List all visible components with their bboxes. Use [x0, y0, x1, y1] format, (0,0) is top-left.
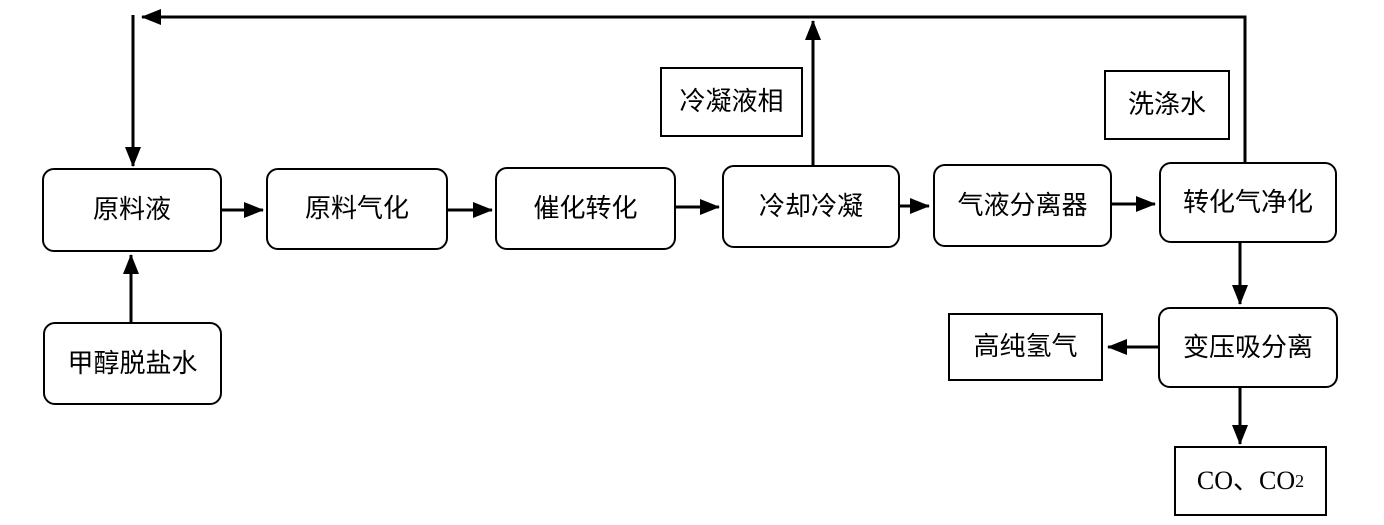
node-high-purity-hydrogen: 高纯氢气	[948, 313, 1103, 381]
node-gas-liquid-separator: 气液分离器	[933, 164, 1112, 247]
co-co2-label: CO、CO	[1196, 466, 1296, 495]
node-psa-separation: 变压吸分离	[1158, 307, 1338, 388]
node-raw-liquid: 原料液	[42, 168, 222, 252]
label-washing-water: 洗涤水	[1104, 70, 1230, 140]
node-catalytic-conversion: 催化转化	[495, 167, 676, 250]
node-methanol-desalted-water: 甲醇脱盐水	[43, 322, 222, 405]
recycle-header-purification-to-left	[141, 8, 1247, 162]
node-feed-gasification: 原料气化	[266, 168, 448, 250]
label-condensate-liquid-phase: 冷凝液相	[660, 67, 803, 137]
node-reformed-gas-purification: 转化气净化	[1159, 162, 1337, 243]
node-cooling-condensation: 冷却冷凝	[722, 165, 900, 248]
co2-subscript: 2	[1295, 471, 1305, 491]
